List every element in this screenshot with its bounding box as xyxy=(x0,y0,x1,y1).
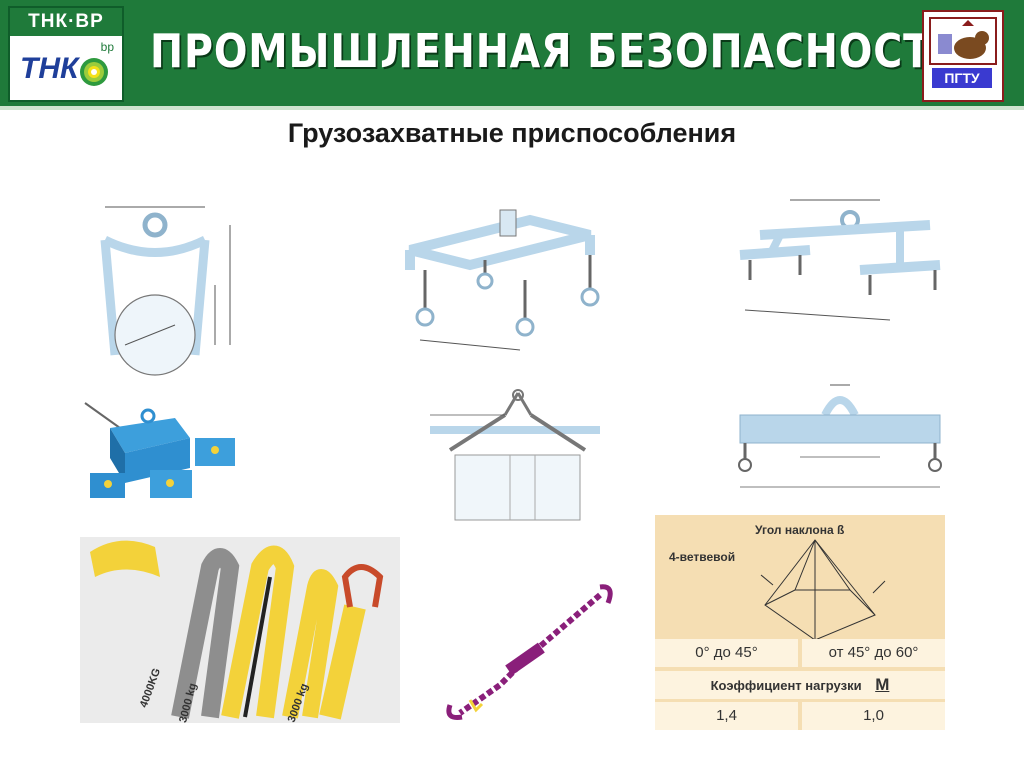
range-cell-2: от 45° до 60° xyxy=(802,639,945,667)
range-text-2: от 45° до 60° xyxy=(828,644,919,661)
angle-label: Угол наклона ß xyxy=(755,523,845,537)
textile-slings-image: 4000KG 3000 kg 3000 kg xyxy=(80,537,400,723)
pgtu-logo: ПГТУ xyxy=(922,10,1004,102)
beam-traverse-blueprint xyxy=(730,375,950,495)
bp-flower-icon xyxy=(80,58,108,86)
page-title: Грузозахватные приспособления xyxy=(287,118,737,148)
tnk-bp-logo: ТНК·ВР ТНК bp xyxy=(8,6,124,102)
branches-label: 4-ветвевой xyxy=(669,550,736,564)
value-cell-1: 1,4 xyxy=(655,702,798,730)
bp-logo-text: bp xyxy=(100,40,114,54)
h-frame-traverse-blueprint xyxy=(730,180,950,330)
value-text-2: 1,0 xyxy=(863,707,884,724)
sheet-grab-blueprint xyxy=(425,385,605,525)
coef-symbol: M xyxy=(875,675,890,694)
four-hook-traverse-blueprint xyxy=(400,195,610,360)
coef-label-text: Коэффициент нагрузки xyxy=(710,678,862,693)
pgtu-logo-text: ПГТУ xyxy=(932,68,992,88)
bear-emblem-icon xyxy=(929,17,997,65)
chain-tensioner-image xyxy=(440,575,620,725)
value-cell-2: 1,0 xyxy=(802,702,945,730)
page-banner-title-box: ПРОМЫШЛЕННАЯ БЕЗОПАСНОСТЬ xyxy=(150,24,962,84)
tnk-logo-mark: ТНК xyxy=(20,52,79,85)
range-text-1: 0° до 45° xyxy=(695,644,758,661)
load-coefficient-table: Угол наклона ß 4-ветвевой 0° до 45° от 4… xyxy=(655,515,945,730)
four-leg-sling-diagram xyxy=(760,539,886,641)
lifting-magnets-image xyxy=(80,398,245,508)
coef-label-cell: Коэффициент нагрузки M xyxy=(655,671,945,699)
tnk-bp-logo-text: ТНК·ВР xyxy=(10,8,122,36)
value-text-1: 1,4 xyxy=(716,707,737,724)
range-cell-1: 0° до 45° xyxy=(655,639,798,667)
header-banner: ТНК·ВР ТНК bp ПРОМЫШЛЕННАЯ БЕЗОПАСНОСТЬ … xyxy=(0,0,1024,110)
pipe-clamp-blueprint xyxy=(85,195,245,385)
slings-drawing xyxy=(90,540,384,720)
page-banner-title: ПРОМЫШЛЕННАЯ БЕЗОПАСНОСТЬ xyxy=(150,24,962,78)
